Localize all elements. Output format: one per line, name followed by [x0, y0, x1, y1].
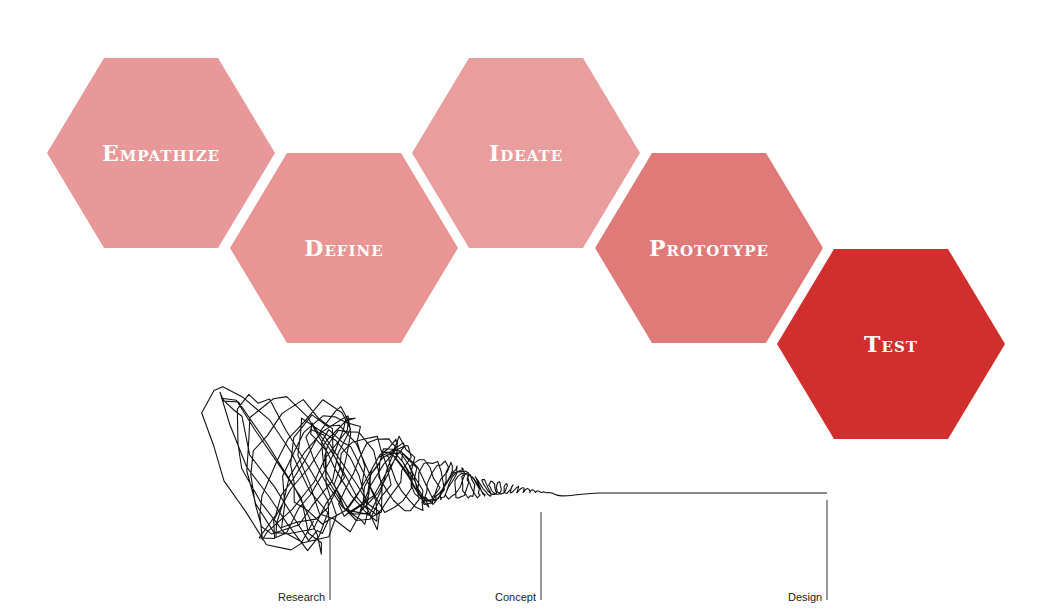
tick-line — [330, 518, 331, 600]
hexagon-fill — [595, 153, 823, 343]
phase-hexagon: Prototype — [595, 153, 823, 343]
tick-line — [541, 512, 542, 600]
stage-label: Design — [788, 591, 822, 603]
phase-hexagon: Define — [230, 153, 458, 343]
stage-label: Concept — [495, 591, 536, 603]
squiggle-line — [202, 387, 827, 555]
tick-line — [827, 500, 828, 600]
phase-label: Define — [304, 235, 383, 261]
hexagon-fill — [777, 249, 1005, 439]
phase-hexagon: Empathize — [47, 58, 275, 248]
phase-label: Empathize — [102, 140, 220, 166]
phase-label: Ideate — [489, 140, 563, 166]
phase-label: Test — [864, 331, 918, 357]
phase-hexagon: Ideate — [412, 58, 640, 248]
hexagon-fill — [412, 58, 640, 248]
phase-label: Prototype — [649, 235, 769, 261]
stage-label: Research — [278, 591, 325, 603]
phase-hexagon: Test — [777, 249, 1005, 439]
hexagon-fill — [230, 153, 458, 343]
hexagon-fill — [47, 58, 275, 248]
